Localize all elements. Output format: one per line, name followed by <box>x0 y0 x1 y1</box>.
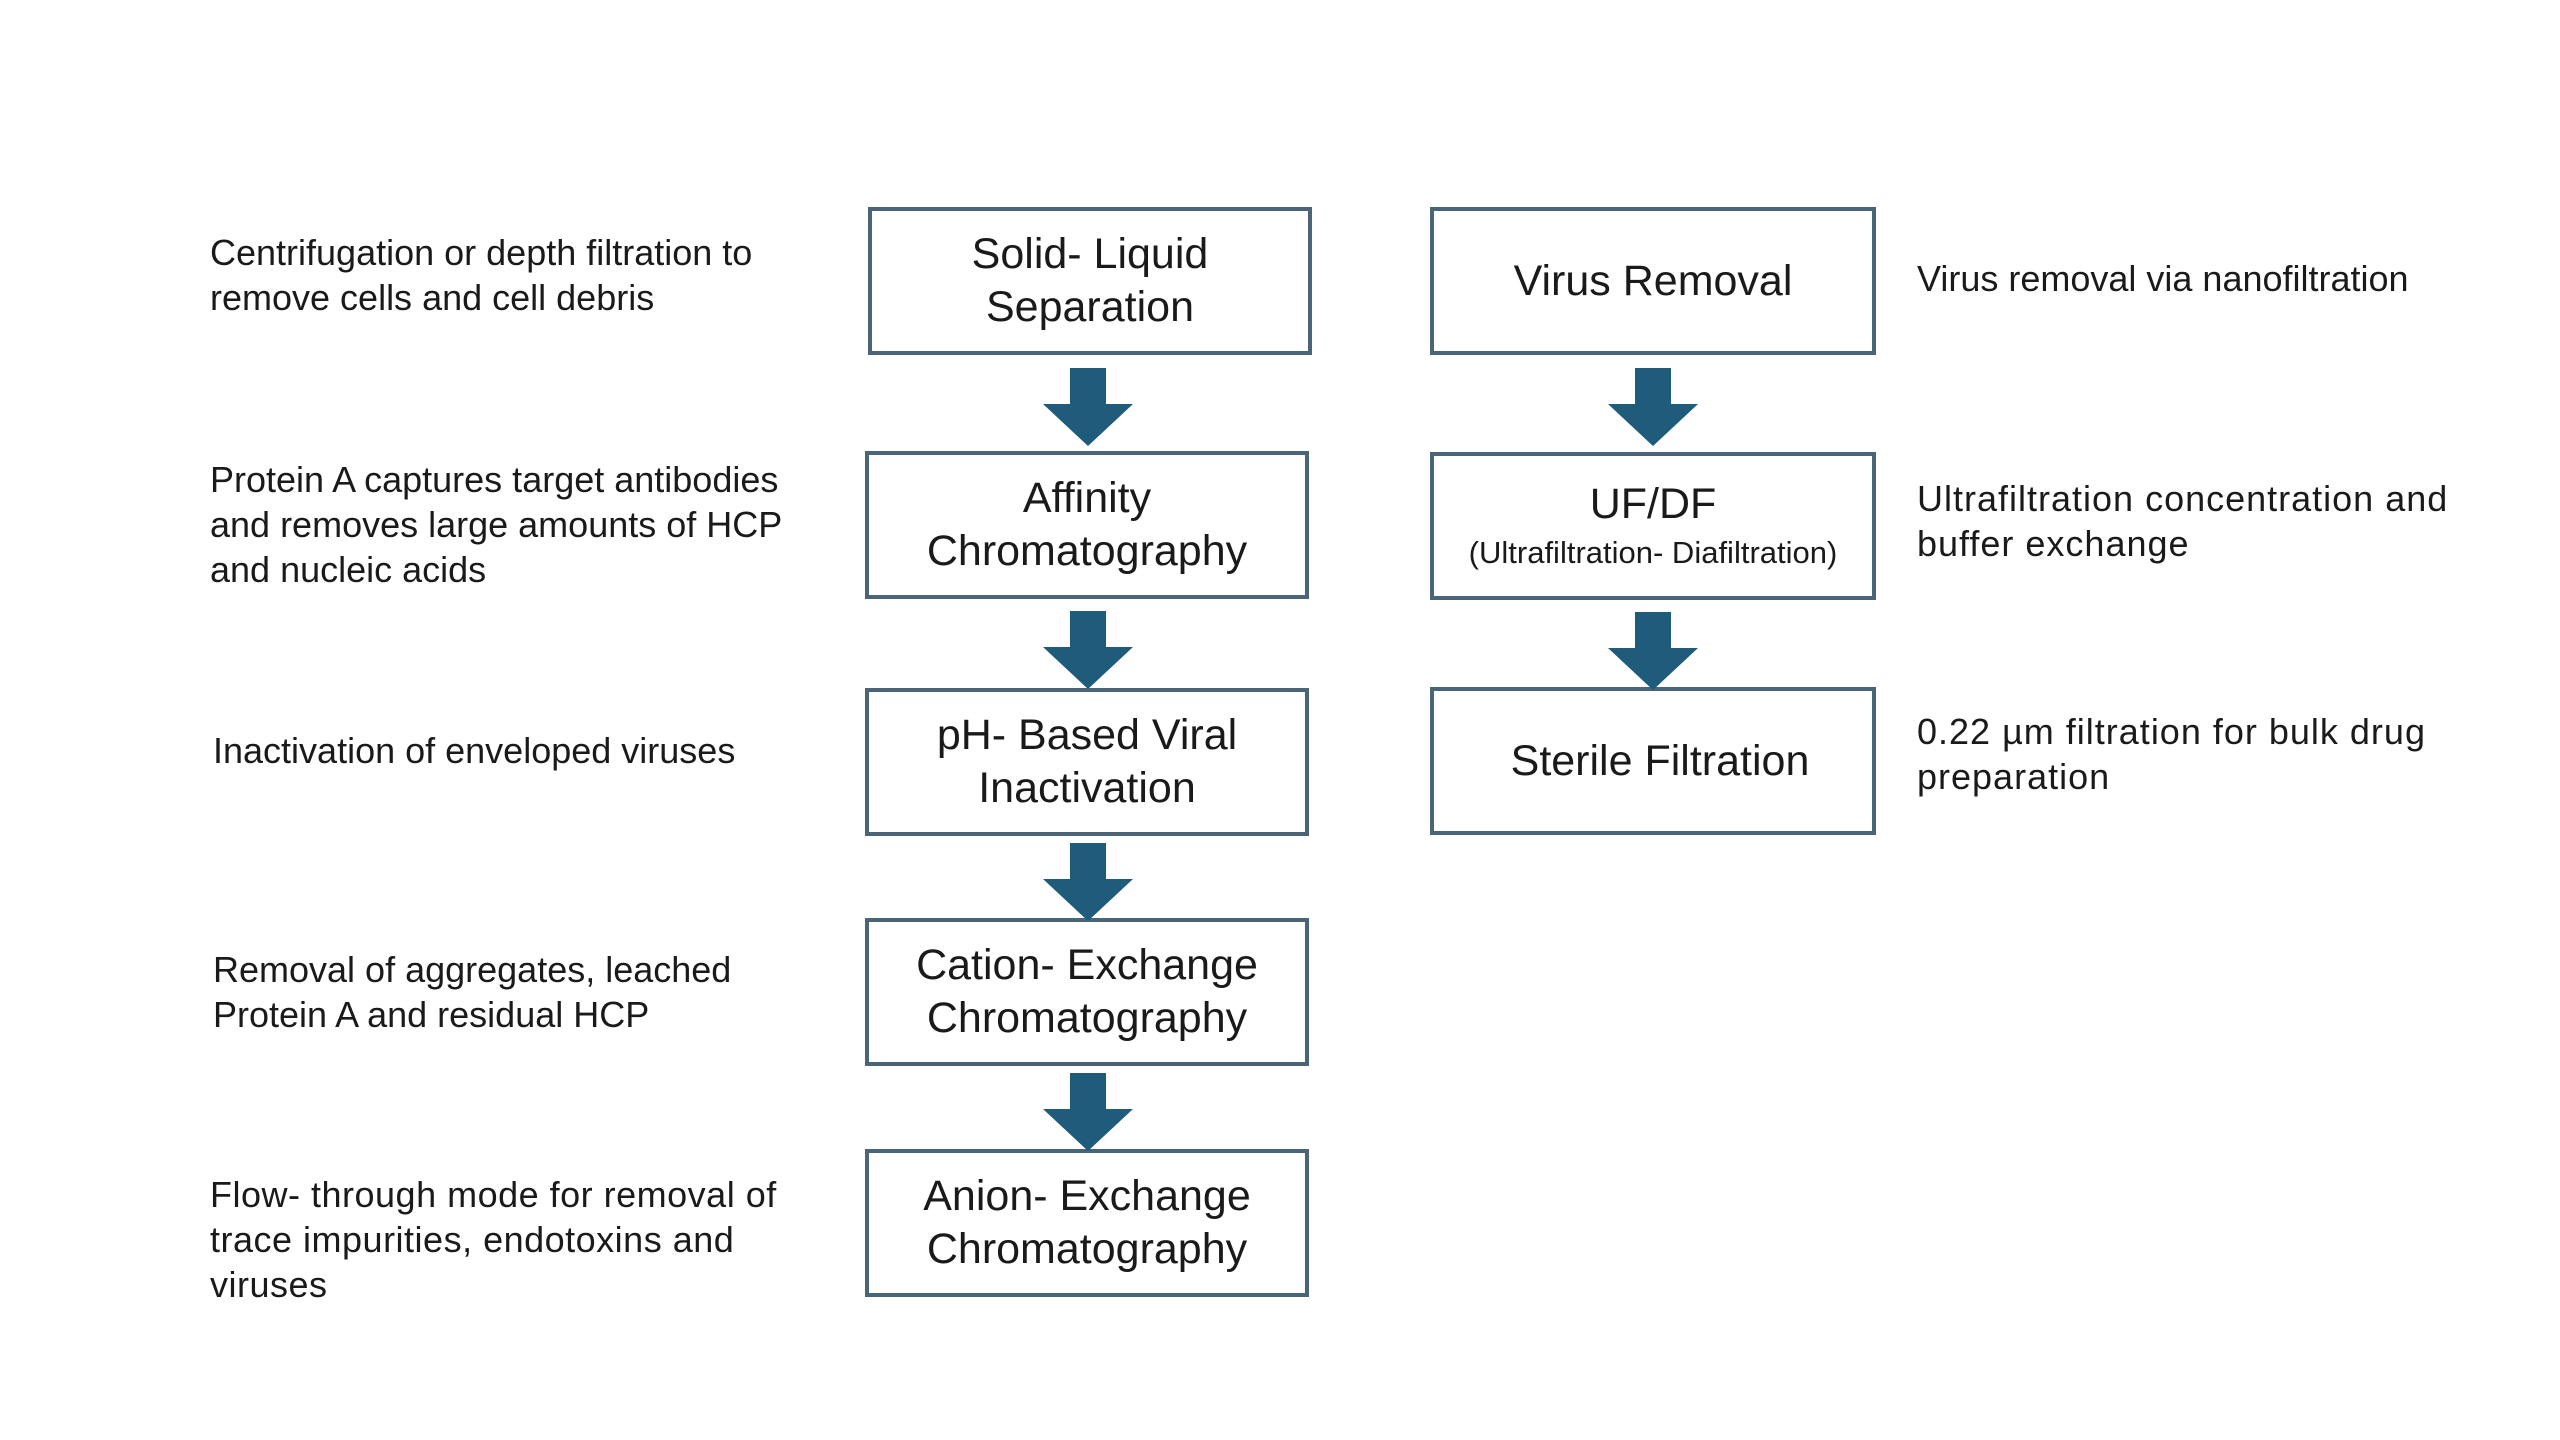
step-label: Chromatography <box>926 994 1248 1042</box>
step-description: Removal of aggregates, leached Protein A… <box>213 949 732 1035</box>
step-description: Inactivation of enveloped viruses <box>213 730 736 771</box>
down-arrow-icon <box>1043 611 1133 689</box>
step-label: Affinity <box>1022 474 1152 522</box>
step-virus-removal: Virus Removal <box>1430 207 1876 355</box>
step-uf-df: UF/DF (Ultrafiltration- Diafiltration) <box>1430 452 1876 600</box>
step-label: Anion- Exchange <box>923 1172 1251 1220</box>
step-anion-exchange: Anion- Exchange Chromatography <box>865 1149 1309 1297</box>
step-description: Flow- through mode for removal of trace … <box>210 1174 777 1305</box>
step-label: UF/DF <box>1589 479 1717 528</box>
step-solid-liquid-separation: Solid- Liquid Separation <box>868 207 1312 355</box>
down-arrow-icon <box>1608 612 1698 690</box>
step-description: Virus removal via nanofiltration <box>1917 258 2409 299</box>
down-arrow-icon <box>1043 843 1133 921</box>
step-label: Solid- Liquid <box>971 230 1209 278</box>
down-arrow-icon <box>1043 1073 1133 1151</box>
step-label: Sterile Filtration <box>1510 736 1810 785</box>
step-label: Separation <box>986 283 1194 331</box>
step-label: pH- Based Viral <box>936 711 1238 759</box>
step-label: Chromatography <box>926 527 1248 575</box>
step-label: Cation- Exchange <box>916 941 1258 989</box>
step-label: Chromatography <box>926 1225 1248 1273</box>
step-label: Inactivation <box>978 764 1196 812</box>
down-arrow-icon <box>1043 368 1133 446</box>
step-description: 0.22 µm filtration for bulk drug prepara… <box>1917 711 2426 797</box>
step-ph-viral-inactivation: pH- Based Viral Inactivation <box>865 688 1309 836</box>
step-description: Centrifugation or depth filtration to re… <box>210 232 753 318</box>
step-description: Ultrafiltration concentration and buffer… <box>1917 478 2449 564</box>
step-description: Protein A captures target antibodies and… <box>210 459 783 590</box>
step-cation-exchange: Cation- Exchange Chromatography <box>865 918 1309 1066</box>
step-sterile-filtration: Sterile Filtration <box>1430 687 1876 835</box>
down-arrow-icon <box>1608 368 1698 446</box>
step-sublabel: (Ultrafiltration- Diafiltration) <box>1468 534 1838 570</box>
step-affinity-chromatography: Affinity Chromatography <box>865 451 1309 599</box>
step-label: Virus Removal <box>1513 256 1793 305</box>
